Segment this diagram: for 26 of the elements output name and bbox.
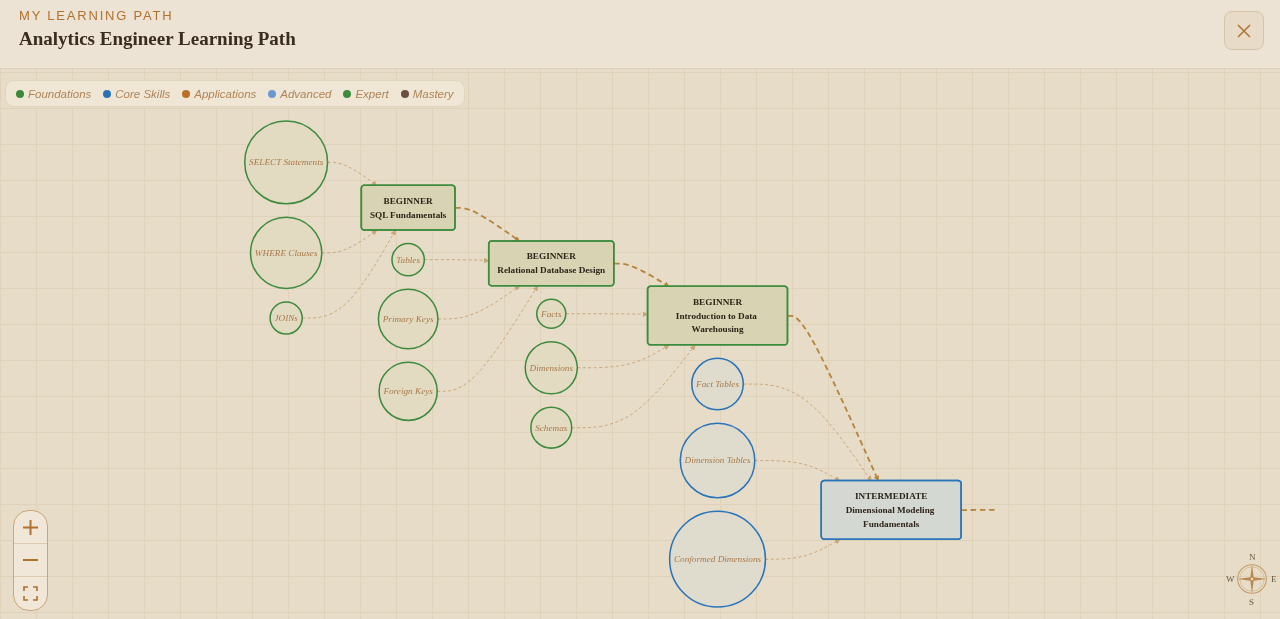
legend-label: Applications — [194, 87, 257, 100]
compass-letter: W — [1226, 574, 1235, 584]
node-circle: Tables — [391, 242, 426, 277]
node-circle: SELECT Statements — [243, 120, 329, 205]
compass-letter: N — [1249, 552, 1256, 562]
compass-letter: E — [1271, 574, 1277, 584]
compass-letter: S — [1249, 597, 1254, 607]
node-circle: Schemas — [530, 406, 573, 449]
node-circle: WHERE Clauses — [249, 216, 323, 290]
legend-label: Expert — [355, 87, 389, 100]
page-title: Analytics Engineer Learning Path — [19, 28, 296, 50]
arrow — [454, 206, 520, 242]
node-circle: Primary Keys — [377, 288, 439, 350]
node-circle: JOINs — [269, 301, 303, 335]
eyebrow-label: MY LEARNING PATH — [19, 8, 174, 23]
arrow — [613, 262, 670, 287]
legend-label: Core Skills — [115, 87, 171, 100]
node-circle: Foreign Keys — [378, 361, 438, 422]
legend-label: Mastery — [412, 87, 454, 100]
legend-label: Foundations — [28, 87, 92, 100]
node-circle: Dimensions — [524, 341, 579, 395]
node-circle: Dimension Tables — [679, 422, 756, 499]
legend-label: Advanced — [280, 87, 332, 100]
node-circle: Facts — [536, 298, 567, 329]
node-circle: Conformed Dimensions — [668, 510, 767, 608]
node-circle: Fact Tables — [691, 357, 745, 411]
